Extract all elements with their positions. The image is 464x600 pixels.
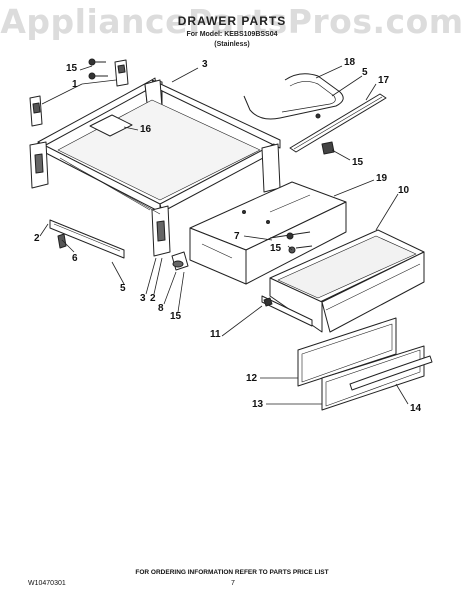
callout-3-bottom: 3 xyxy=(140,293,146,304)
callout-14: 14 xyxy=(410,403,422,414)
part-6-roller xyxy=(57,233,67,249)
diagram-title: DRAWER PARTS xyxy=(177,14,287,28)
callout-8: 8 xyxy=(158,303,164,314)
callout-10: 10 xyxy=(398,185,410,196)
part-8-glide xyxy=(171,251,189,271)
callout-17: 17 xyxy=(378,75,390,86)
callout-15-top-left: 15 xyxy=(66,63,78,74)
part-16-plate xyxy=(89,114,133,137)
callout-3-top: 3 xyxy=(202,59,208,70)
callout-15-bottom: 15 xyxy=(170,311,182,322)
callout-19: 19 xyxy=(376,173,388,184)
part-1-bracket xyxy=(29,59,129,127)
document-number: W10470301 xyxy=(28,580,66,587)
part-17-trim-rail xyxy=(289,93,387,155)
part-14-handle xyxy=(349,355,433,391)
part-12-drawer-front xyxy=(297,317,397,387)
part-18-element xyxy=(243,73,344,120)
callout-7: 7 xyxy=(234,231,240,242)
part-15-screw xyxy=(88,58,108,80)
callout-11: 11 xyxy=(210,329,221,340)
callout-15-middle: 15 xyxy=(270,243,282,254)
callout-1: 1 xyxy=(72,79,78,90)
finish-line: (Stainless) xyxy=(214,41,250,48)
callout-12: 12 xyxy=(246,373,258,384)
callout-2-bottom: 2 xyxy=(150,293,156,304)
part-3-frame xyxy=(29,77,281,257)
model-line: For Model: KEBS109BSS04 xyxy=(186,31,278,38)
callout-6: 6 xyxy=(72,253,78,264)
part-19-liner xyxy=(189,181,347,285)
callout-5-top: 5 xyxy=(362,67,368,78)
callout-18: 18 xyxy=(344,57,356,68)
callout-15-right: 15 xyxy=(352,157,364,168)
watermark-text: AppliancePartsPros.com xyxy=(0,2,464,41)
part-10-drawer-body xyxy=(269,229,425,333)
callout-5-bottom: 5 xyxy=(120,283,126,294)
part-11-drawer-rail xyxy=(261,295,313,327)
callout-2-left: 2 xyxy=(34,233,40,244)
part-5-slide-rail xyxy=(49,219,125,259)
page-number: 7 xyxy=(231,580,235,587)
callout-16: 16 xyxy=(140,124,152,135)
ordering-note: FOR ORDERING INFORMATION REFER TO PARTS … xyxy=(135,569,329,576)
leader-lines xyxy=(39,65,409,405)
callout-13: 13 xyxy=(252,399,264,410)
